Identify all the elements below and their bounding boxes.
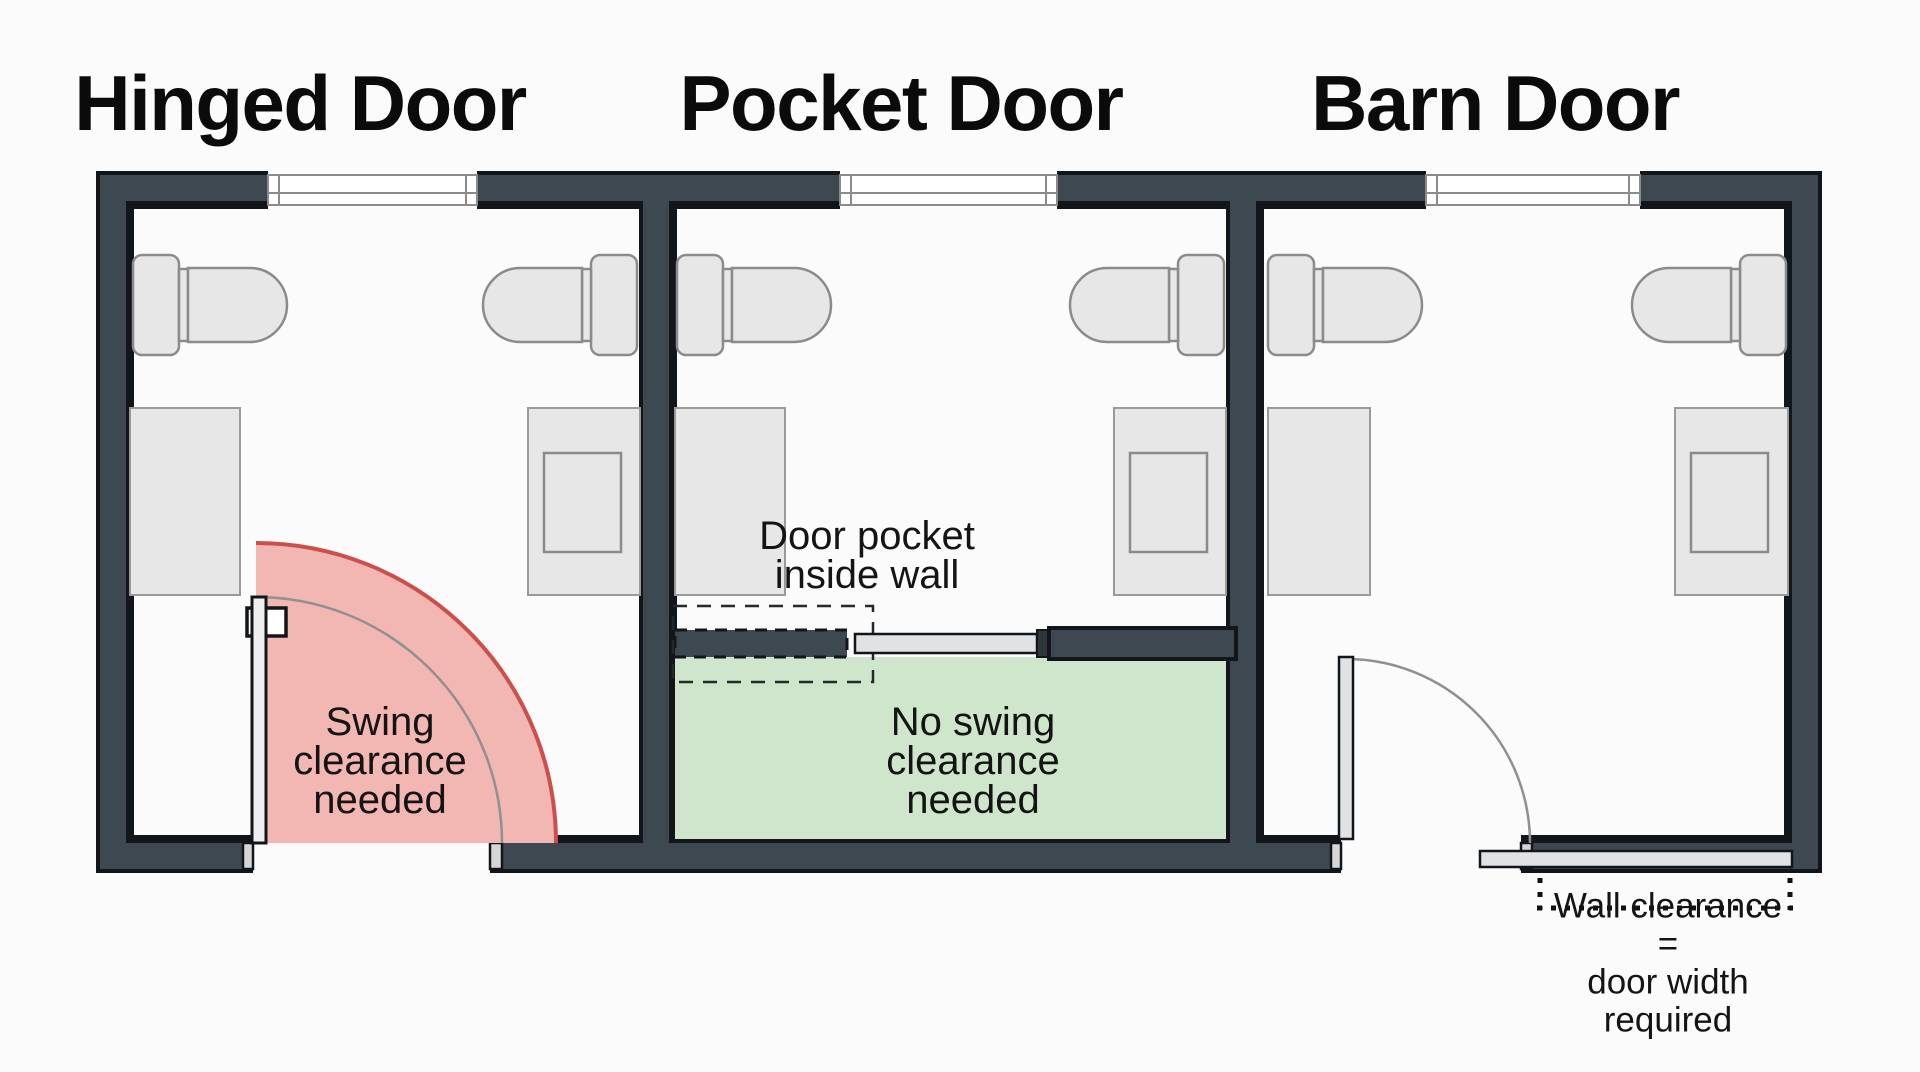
toilet-icon <box>131 253 289 357</box>
hinged-door-title: Hinged Door <box>74 59 527 147</box>
pocket-door-panel <box>853 632 1039 655</box>
sink-vanity <box>1113 407 1227 596</box>
sink-vanity <box>1674 407 1789 596</box>
barn-door-panel-open <box>1337 655 1355 841</box>
toilet-icon <box>1068 253 1226 357</box>
barn-door-assembly <box>1337 655 1794 911</box>
window-pocket-room <box>839 167 1058 209</box>
toilet-icon <box>1266 253 1424 357</box>
pocket-door-title: Pocket Door <box>679 59 1124 147</box>
toilet-icon <box>481 253 639 357</box>
window-barn-room <box>1425 167 1641 209</box>
hinged-door-swing <box>245 541 558 845</box>
ghost-swing-arc <box>1345 657 1532 844</box>
divider-wall-1 <box>643 175 669 869</box>
barn-door-panel-wall <box>1478 849 1794 869</box>
window-hinged-room <box>267 167 478 209</box>
toilet-icon <box>675 253 833 357</box>
left-wall <box>100 175 126 869</box>
swing-clearance-zone <box>256 543 556 843</box>
swing-clearance-label: Swing clearance needed <box>293 699 467 822</box>
door-pocket-outline <box>671 604 875 684</box>
divider-wall-2 <box>1230 175 1256 869</box>
right-wall <box>1792 175 1818 869</box>
pocket-door-assembly <box>671 604 1238 839</box>
door-jamb <box>241 841 255 871</box>
pocket-door-hidden-panel <box>673 628 849 659</box>
barn-door-title: Barn Door <box>1311 59 1680 147</box>
door-swing-path-arc <box>255 595 504 844</box>
swing-clearance-arc <box>255 541 558 844</box>
door-jamb <box>488 841 504 871</box>
hinged-door-leaf <box>250 595 268 845</box>
no-swing-zone <box>675 657 1226 839</box>
wall-clearance-dimension <box>1537 878 1793 911</box>
vanity <box>674 407 786 596</box>
toilet-icon <box>1630 253 1788 357</box>
door-pocket-label: Door pocket inside wall <box>759 514 975 597</box>
wall-clearance-label: Wall clearance = door width required <box>1553 886 1783 1041</box>
no-swing-clearance-label: No swing clearance needed <box>886 699 1060 822</box>
vanity <box>1267 407 1371 596</box>
vanity <box>129 407 241 596</box>
door-jamb <box>1329 841 1343 871</box>
sink-vanity <box>527 407 641 596</box>
pocket-entry-wall <box>1051 630 1234 657</box>
